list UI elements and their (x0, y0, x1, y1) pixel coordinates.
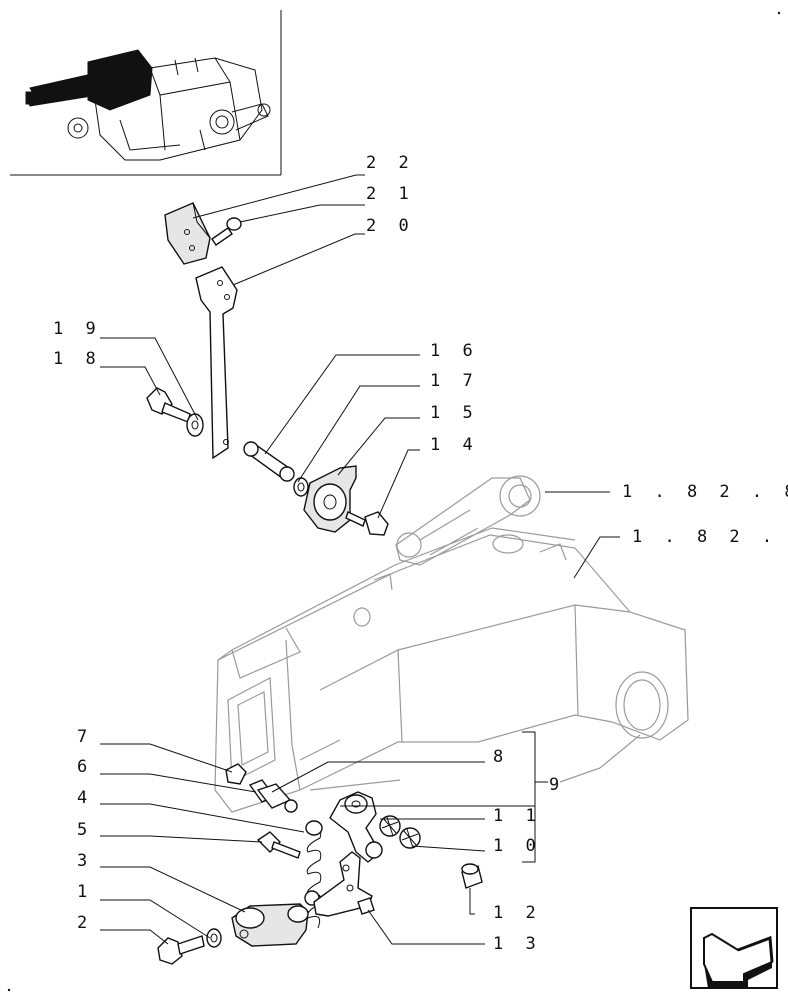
leader-lines (100, 174, 641, 945)
part-15-cam (303, 465, 357, 533)
callout-5: 5 (77, 820, 93, 840)
callout-11: 1 1 (493, 806, 542, 826)
arrow-back-icon[interactable] (690, 907, 778, 989)
callout-15: 1 5 (430, 403, 479, 423)
callout-9: 9 (549, 775, 565, 795)
callout-17: 1 7 (430, 371, 479, 391)
callout-4: 4 (77, 788, 93, 808)
callout-ref-1-82-0: 1 . 8 2 . 0 (632, 527, 788, 547)
callout-19: 1 9 (53, 319, 102, 339)
part-12-bush (461, 863, 483, 889)
callout-7: 7 (77, 727, 93, 747)
callout-16: 1 6 (430, 341, 479, 361)
thumbnail-housing (25, 49, 271, 161)
callout-2: 2 (77, 913, 93, 933)
part-18-bolt (146, 387, 191, 423)
part-22-bracket (164, 202, 211, 265)
callout-13: 1 3 (493, 934, 542, 954)
callout-6: 6 (77, 757, 93, 777)
part-7-clip (225, 763, 247, 785)
callout-3: 3 (77, 851, 93, 871)
callout-8: 8 (493, 747, 509, 767)
callout-20: 2 0 (366, 216, 415, 236)
part-5-bolt (256, 831, 301, 859)
assembly-thumbnail[interactable] (10, 10, 282, 176)
part-2-bolt (157, 935, 205, 965)
callout-1: 1 (77, 882, 93, 902)
callout-22: 2 2 (366, 153, 415, 173)
part-13-bracket (313, 851, 375, 917)
part-20-lever-plate (195, 266, 238, 460)
part-21-bolt (211, 217, 242, 246)
part-8-pin (248, 779, 298, 813)
callout-labels: 2 2 2 1 2 0 1 9 1 8 1 6 1 7 1 5 1 4 1 . … (53, 153, 788, 954)
callout-18: 1 8 (53, 349, 102, 369)
corner-dot (7, 988, 11, 992)
callout-ref-1-82-8: 1 . 8 2 . 8 (622, 482, 788, 502)
part-16-spacer-tube (243, 441, 295, 482)
callout-10: 1 0 (493, 836, 542, 856)
corner-dot (777, 11, 781, 15)
part-11-lever (329, 791, 383, 863)
callout-12: 1 2 (493, 903, 542, 923)
part-1-washer (206, 928, 222, 948)
part-17-washer (293, 477, 309, 497)
callout-14: 1 4 (430, 435, 479, 455)
callout-21: 2 1 (366, 184, 415, 204)
part-3-clamp (231, 903, 309, 947)
part-10-roller (379, 815, 421, 849)
part-14-screw (345, 511, 389, 536)
ghost-housing (214, 475, 689, 813)
part-19-washer (186, 413, 204, 437)
